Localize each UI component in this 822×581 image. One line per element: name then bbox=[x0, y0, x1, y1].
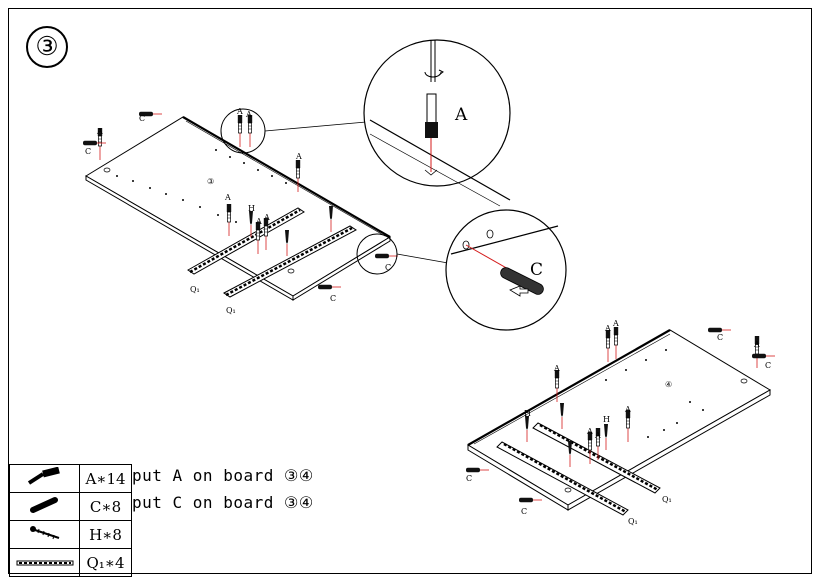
label-a: A bbox=[612, 319, 619, 328]
callout-label-a: A bbox=[454, 105, 468, 125]
board-right-label: ④ bbox=[665, 380, 672, 389]
label-a: A bbox=[236, 107, 243, 116]
label-a: A bbox=[255, 217, 262, 226]
label-a: A bbox=[624, 405, 631, 414]
board-left-label: ③ bbox=[207, 177, 214, 186]
label-a: A bbox=[295, 152, 302, 161]
parts-row: Q₁∗4 bbox=[9, 548, 132, 577]
label-a: A bbox=[245, 110, 252, 119]
dowel-c bbox=[465, 467, 490, 473]
slide-label-q1-b: Q₁ bbox=[226, 306, 236, 315]
step-number-badge: ③ bbox=[26, 26, 68, 68]
bolt-a bbox=[613, 326, 619, 360]
cam-bolt-icon bbox=[9, 464, 80, 493]
bolt-a bbox=[237, 114, 243, 148]
parts-qty: C∗8 bbox=[79, 492, 132, 521]
dowel-c bbox=[707, 327, 732, 333]
label-c: C bbox=[385, 263, 391, 272]
board-right: ④ Q₁ Q₁ C C A A A A A A A H H C C bbox=[465, 319, 776, 526]
parts-qty: Q₁∗4 bbox=[79, 548, 132, 577]
label-a: A bbox=[604, 324, 611, 333]
label-a: A bbox=[263, 213, 270, 222]
label-a: A bbox=[753, 340, 760, 349]
label-c: C bbox=[717, 333, 723, 342]
dowel-c bbox=[374, 253, 399, 259]
parts-row: C∗8 bbox=[9, 492, 132, 521]
diagram-frame bbox=[8, 8, 812, 574]
parts-row: A∗14 bbox=[9, 464, 132, 493]
drawer-slide-icon bbox=[9, 548, 80, 577]
label-a: A bbox=[594, 431, 601, 440]
label-h: H bbox=[603, 415, 610, 424]
label-a: A bbox=[586, 427, 593, 436]
label-h: H bbox=[524, 409, 531, 418]
dowel-icon bbox=[9, 492, 80, 521]
bolt-a bbox=[605, 329, 611, 363]
parts-table: A∗14 C∗8 H∗8 Q₁∗4 bbox=[9, 464, 132, 577]
dowel-c bbox=[518, 497, 543, 503]
callout-detail-c: C bbox=[356, 209, 567, 331]
label-c: C bbox=[466, 474, 472, 483]
slide-label-q1-d: Q₁ bbox=[628, 517, 638, 526]
dowel-c bbox=[317, 284, 342, 290]
dowel-c bbox=[82, 140, 107, 146]
label-c: C bbox=[85, 147, 91, 156]
label-c: C bbox=[521, 507, 527, 516]
board-left: ③ Q₁ Q₁ C C A A A A A A A H C C bbox=[82, 107, 399, 315]
label-h: H bbox=[248, 204, 255, 213]
parts-row: H∗8 bbox=[9, 520, 132, 549]
parts-qty: H∗8 bbox=[79, 520, 132, 549]
label-c: C bbox=[765, 361, 771, 370]
parts-qty: A∗14 bbox=[79, 464, 132, 493]
dowel-c bbox=[751, 353, 776, 359]
label-a: A bbox=[224, 193, 231, 202]
bolt-a bbox=[247, 114, 253, 148]
instruction-put-a: put A on board ③④ bbox=[132, 466, 314, 485]
callout-label-c: C bbox=[530, 260, 543, 280]
slide-label-q1-c: Q₁ bbox=[662, 495, 672, 504]
label-c: C bbox=[330, 294, 336, 303]
label-a: A bbox=[96, 127, 103, 136]
label-a: A bbox=[553, 364, 560, 373]
label-c: C bbox=[139, 114, 145, 123]
slide-label-q1-a: Q₁ bbox=[190, 285, 200, 294]
callout-detail-a: A bbox=[220, 39, 511, 207]
screw-icon bbox=[9, 520, 80, 549]
instruction-put-c: put C on board ③④ bbox=[132, 493, 314, 512]
